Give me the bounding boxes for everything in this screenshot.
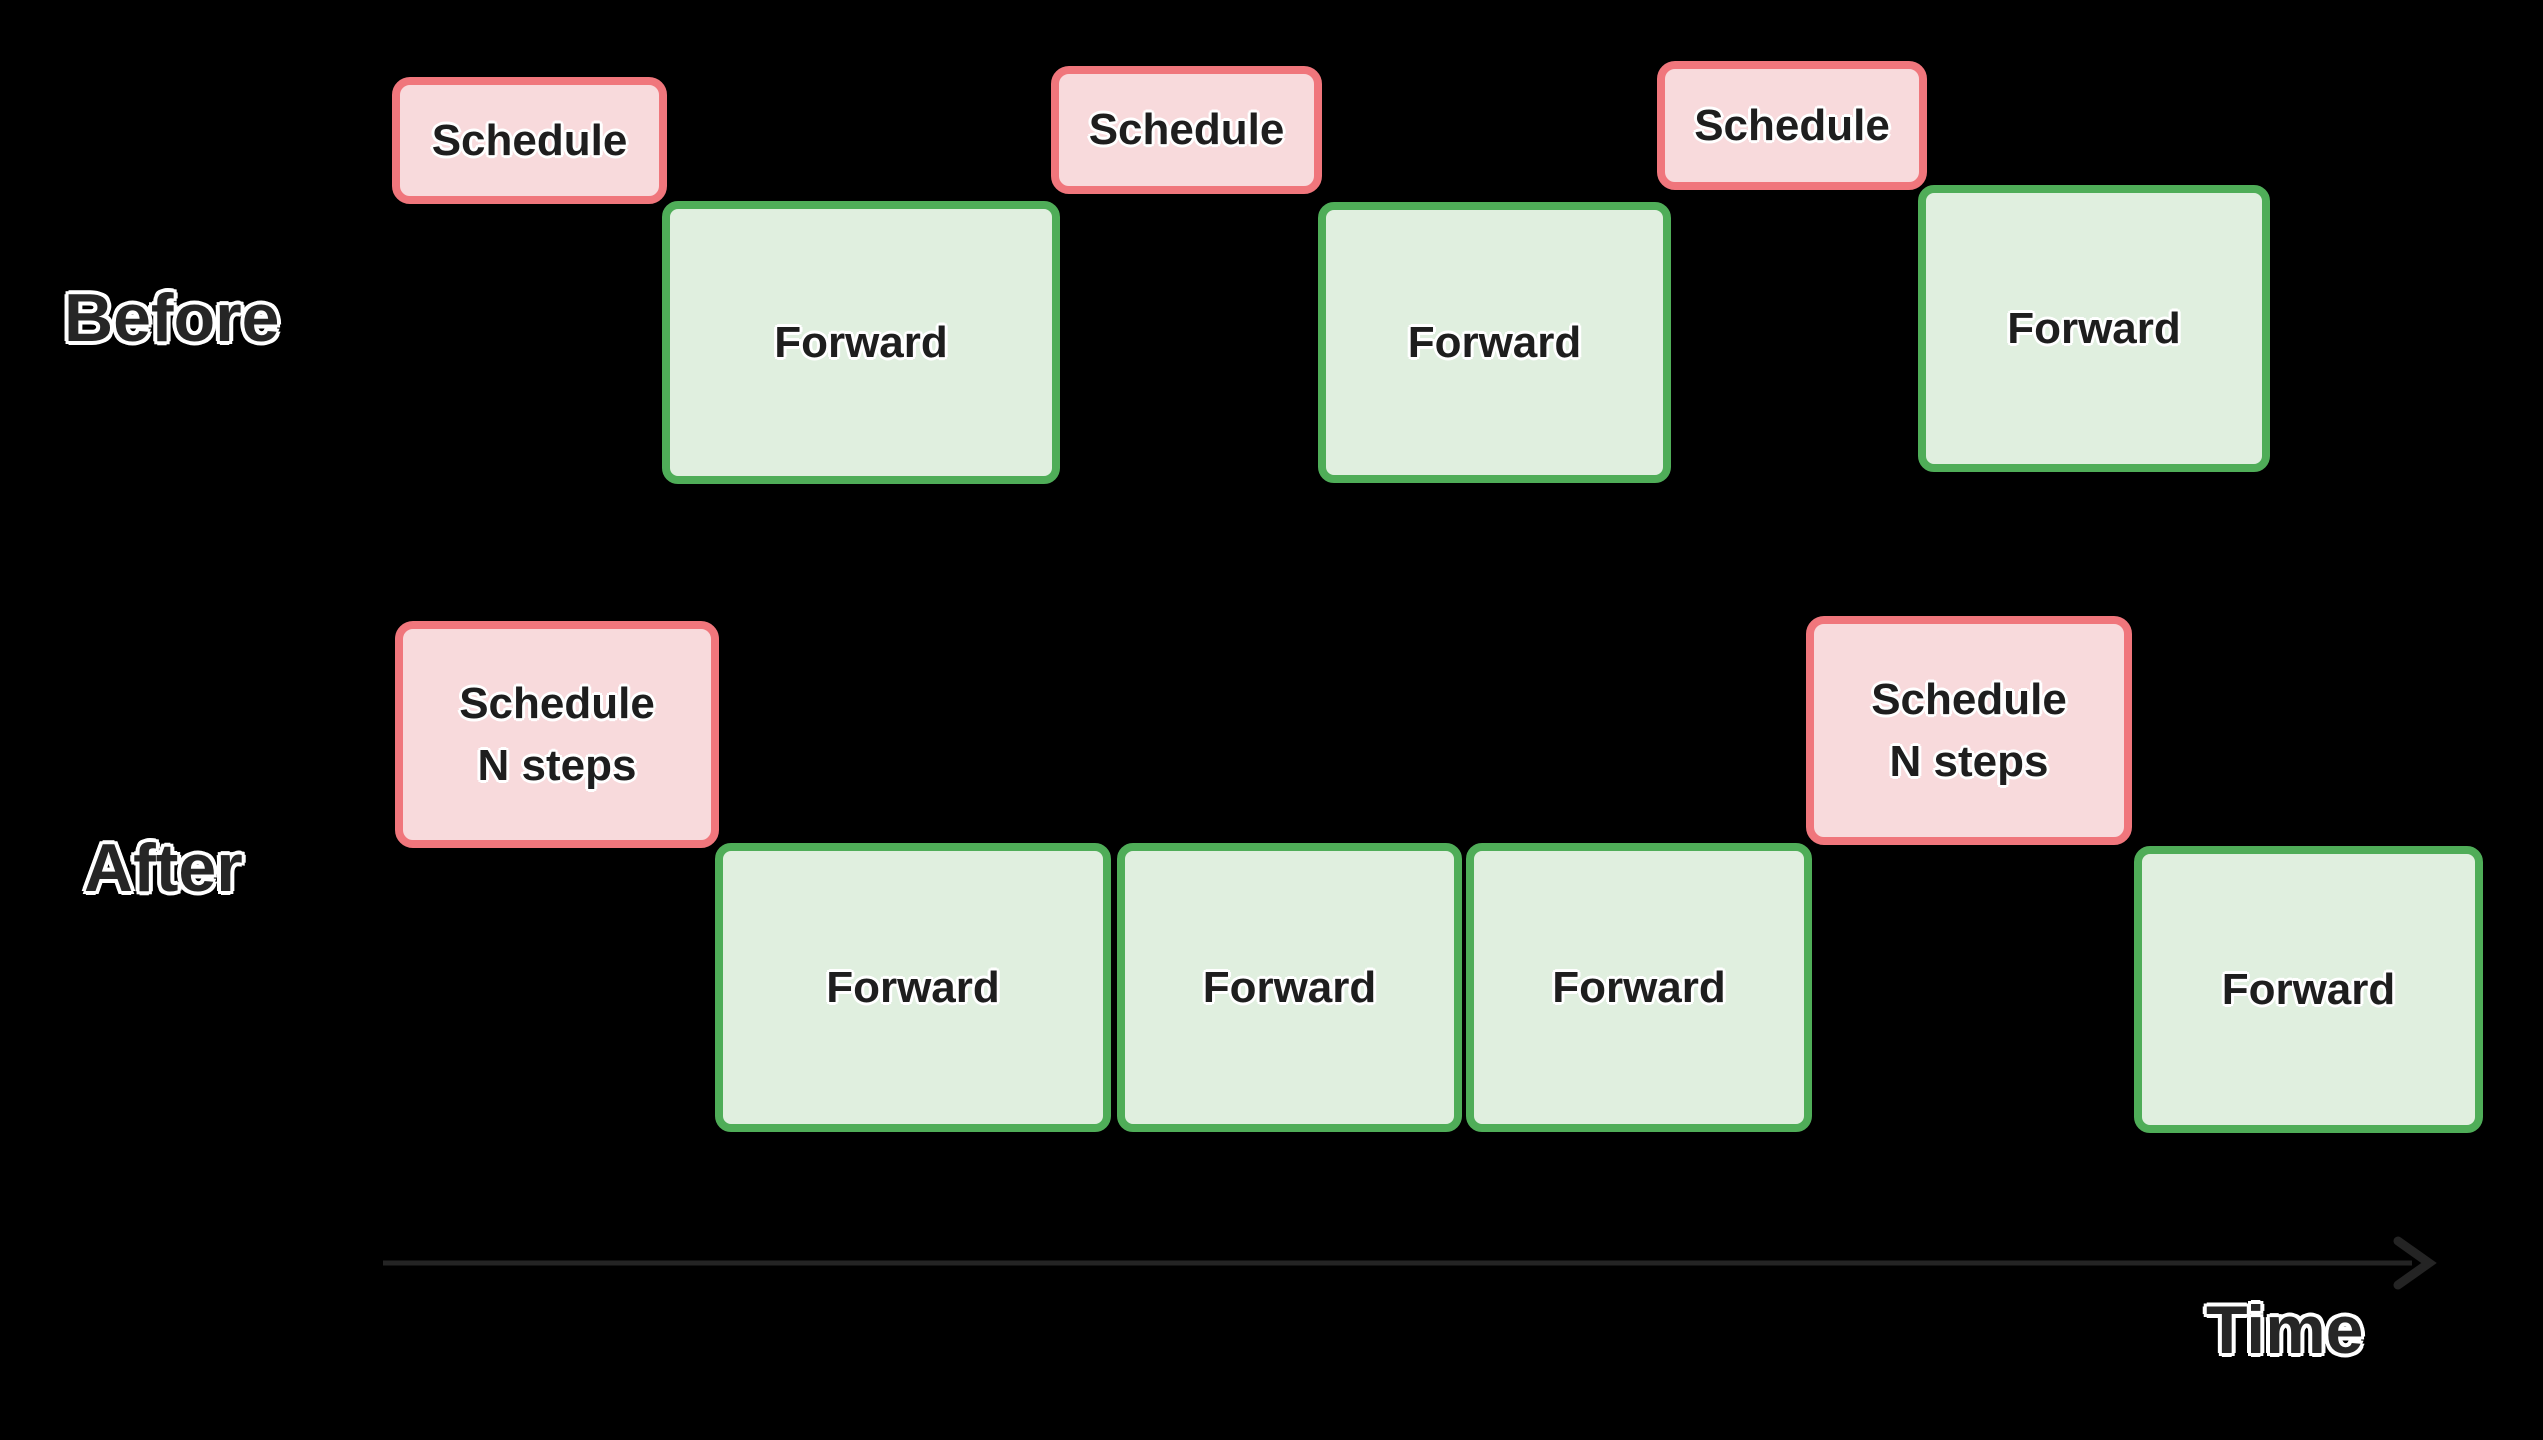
- after-forward-3-label: Forward: [1552, 962, 1726, 1012]
- before-forward-3: Forward: [1918, 185, 2270, 472]
- before-forward-2-label: Forward: [1407, 317, 1582, 367]
- before-row-label: Before: [64, 280, 280, 356]
- after-forward-4: Forward: [2134, 846, 2483, 1133]
- after-forward-4-label: Forward: [2221, 964, 2396, 1014]
- before-forward-3-label: Forward: [2007, 303, 2181, 353]
- before-schedule-2-label: Schedule: [1088, 105, 1285, 154]
- after-schedule-1-line1: Schedule: [459, 678, 655, 728]
- before-schedule-3: Schedule: [1657, 61, 1927, 190]
- after-schedule-1: Schedule N steps: [395, 621, 719, 848]
- after-forward-1: Forward: [715, 843, 1111, 1132]
- after-schedule-2-line1: Schedule: [1871, 674, 2067, 724]
- before-schedule-1-label: Schedule: [431, 115, 628, 165]
- after-schedule-1-line2: N steps: [477, 740, 637, 790]
- time-axis-label: Time: [2206, 1292, 2364, 1368]
- after-forward-2-label: Forward: [1202, 962, 1377, 1012]
- time-axis-arrowhead-icon: [2393, 1236, 2437, 1290]
- after-forward-2: Forward: [1117, 843, 1462, 1132]
- after-schedule-2: Schedule N steps: [1806, 616, 2132, 845]
- before-schedule-2: Schedule: [1051, 66, 1322, 194]
- before-forward-2: Forward: [1318, 202, 1671, 483]
- after-forward-1-label: Forward: [826, 962, 1000, 1012]
- after-schedule-2-line2: N steps: [1889, 736, 2049, 786]
- before-schedule-3-label: Schedule: [1694, 100, 1890, 150]
- before-forward-1-label: Forward: [774, 317, 948, 367]
- after-forward-3: Forward: [1466, 843, 1812, 1132]
- before-forward-1: Forward: [662, 201, 1060, 484]
- before-schedule-1: Schedule: [392, 77, 667, 204]
- after-row-label: After: [84, 830, 243, 906]
